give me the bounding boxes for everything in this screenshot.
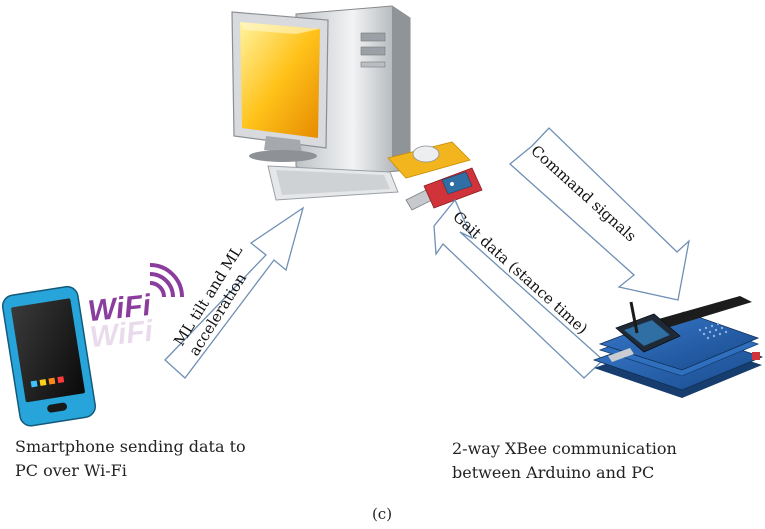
xbee-caption-line1: 2-way XBee communication: [452, 439, 677, 458]
smartphone-icon: [1, 285, 96, 427]
panel-label: (c): [372, 505, 392, 523]
wifi-logo-reflection: WiFi: [88, 315, 155, 354]
gait-arrow-label: Gait data (stance time): [449, 208, 591, 338]
arduino-board-icon: [592, 296, 764, 398]
wifi-icon: WiFi WiFi: [86, 263, 184, 354]
xbee-caption-line2: between Arduino and PC: [452, 463, 654, 482]
desktop-computer-icon: [231, 5, 471, 201]
ml-data-arrow: ML tilt and ML acceleration: [164, 206, 305, 379]
gait-data-arrow: Gait data (stance time): [433, 198, 604, 379]
command-signals-arrow: Command signals: [509, 127, 690, 301]
smartphone-caption-line1: Smartphone sending data to: [15, 437, 246, 456]
xbee-usb-dongle-icon: [405, 167, 483, 211]
wifi-logo-text: WiFi: [86, 289, 153, 328]
smartphone-caption-line2: PC over Wi-Fi: [15, 461, 127, 480]
